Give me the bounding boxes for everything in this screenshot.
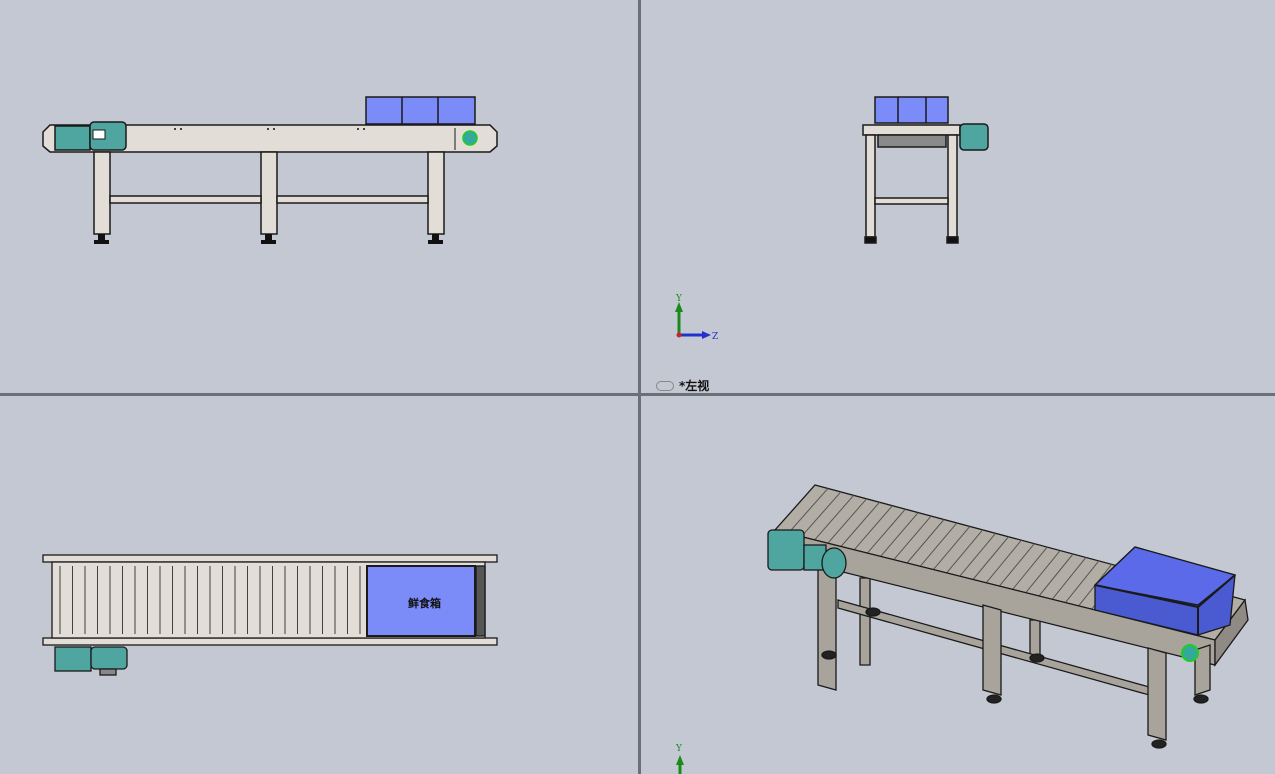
leg [93,151,111,235]
slat [814,495,855,541]
viewport-isometric[interactable]: Y [641,396,1275,774]
slat [880,512,919,557]
leg [865,134,876,238]
sprocket [462,130,478,146]
slat [853,505,893,551]
motor [54,646,92,672]
viewport-front[interactable] [0,0,638,393]
leg [1029,619,1041,656]
bin [874,96,949,124]
isometric-view-drawing: Y [675,484,1249,774]
front-view-drawing [42,96,498,244]
slat [867,508,906,554]
leg [427,151,445,235]
leg [260,151,278,235]
motor [90,646,128,670]
axis-triad [676,755,684,774]
axis-z-label: Z [712,332,718,342]
crossbar [276,195,429,204]
axis-triad [675,302,711,339]
leg [947,134,958,238]
slat [946,529,984,574]
slat [999,543,1035,587]
bin-label: 鲜食箱 [408,596,441,610]
slat [1051,557,1087,600]
viewport-splitter-vertical[interactable] [638,0,641,774]
slat [1012,546,1048,590]
slat [959,532,996,577]
viewport-left[interactable]: Y Z *左视 [641,0,1275,393]
leg [859,577,871,666]
rail [42,637,498,646]
slat [1065,560,1100,603]
leg [1147,647,1167,741]
slat [919,522,958,567]
view-name: *左视 [679,379,710,393]
leg [817,559,837,691]
slat [1025,550,1061,594]
axis-y-label: Y [675,294,683,304]
sprocket [1181,644,1199,662]
link-view-icon[interactable] [656,380,674,391]
bin [365,96,476,125]
slat [827,498,867,544]
slat [906,519,945,564]
axis-y-label: Y [675,744,683,754]
leg [1194,644,1211,696]
slat [787,488,829,534]
slat [801,491,842,537]
motor [959,123,989,151]
motor [89,121,127,151]
viewport-top[interactable]: 鲜食箱 [0,396,638,774]
conveyor-frame [42,124,498,153]
crossbar [109,195,262,204]
slat [933,526,971,570]
crossbar [874,197,949,205]
slat [972,536,1009,580]
leg [982,604,1002,696]
viewport-splitter-horizontal[interactable] [0,393,1275,396]
bin [366,565,476,637]
slat [840,501,880,547]
slat [893,515,932,561]
slat [985,539,1022,584]
slat [1038,553,1074,597]
view-orientation-label[interactable]: *左视 [656,377,709,393]
rail [42,554,498,563]
left-view-drawing: Y Z [675,96,989,342]
top-view-drawing: 鲜食箱 [42,554,498,676]
motor [54,125,91,151]
motor [767,529,805,571]
